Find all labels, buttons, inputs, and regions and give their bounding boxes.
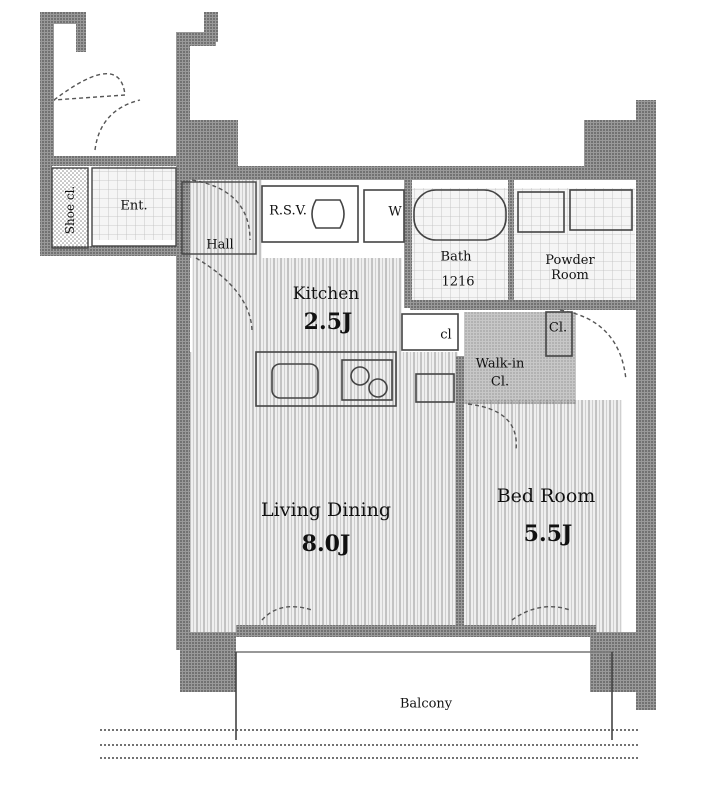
closet-small bbox=[401, 313, 459, 351]
vanity bbox=[517, 191, 565, 233]
bath-label: Bath bbox=[440, 249, 472, 265]
hall-label: Hall bbox=[206, 237, 234, 253]
bedroom-floor bbox=[462, 400, 622, 632]
bedroom-window-swing bbox=[511, 606, 571, 621]
powder-room-label: Powder Room bbox=[545, 253, 595, 283]
fixtures bbox=[100, 185, 640, 759]
balcony-floor bbox=[232, 655, 612, 741]
powder-door-swing bbox=[559, 309, 627, 381]
refrigerator-sink bbox=[311, 199, 345, 229]
powder-floor bbox=[513, 188, 635, 304]
kitchen-label: Kitchen bbox=[292, 284, 360, 304]
bath-floor bbox=[412, 188, 510, 304]
door-swings bbox=[53, 73, 627, 621]
kitchen-door-swing bbox=[195, 257, 253, 331]
entrance-fixtures bbox=[51, 167, 257, 255]
stove-right bbox=[368, 378, 388, 398]
entry-door-swing bbox=[53, 73, 126, 101]
closet-wic bbox=[545, 311, 573, 357]
shoe-closet-floor bbox=[52, 168, 88, 248]
bedroom-size-label: 5.5J bbox=[523, 521, 573, 547]
washer-space bbox=[363, 189, 405, 243]
stove bbox=[341, 359, 393, 401]
closet-wic-label: Cl. bbox=[548, 320, 568, 336]
kitchen-island bbox=[255, 351, 397, 407]
walkin-floor bbox=[464, 312, 576, 404]
refrigerator-label: R.S.V. bbox=[269, 203, 307, 219]
bedroom-label: Bed Room bbox=[496, 485, 596, 507]
floor-areas bbox=[52, 165, 635, 741]
living-dining-label: Living Dining bbox=[261, 499, 391, 521]
entrance-floor bbox=[92, 165, 178, 240]
refrigerator-counter bbox=[261, 185, 359, 243]
kitchen-size-label: 2.5J bbox=[303, 309, 353, 335]
walls bbox=[40, 12, 656, 710]
shoe-closet-label: Shoe cl. bbox=[63, 185, 77, 235]
hall-floor bbox=[182, 178, 262, 258]
entrance-label: Ent. bbox=[120, 198, 148, 214]
living-floor bbox=[186, 352, 458, 632]
sink-basin bbox=[271, 363, 319, 399]
kitchen-floor bbox=[192, 258, 402, 353]
living-size-label: 8.0J bbox=[301, 531, 351, 557]
bedroom-door-swing bbox=[467, 403, 517, 451]
stove-left bbox=[350, 366, 370, 386]
washer-label: W bbox=[388, 204, 402, 220]
cl-box bbox=[415, 373, 455, 403]
walkin-label: Walk-in bbox=[475, 356, 525, 372]
balcony-label: Balcony bbox=[399, 696, 453, 712]
walkin-sub-label: Cl. bbox=[490, 374, 510, 390]
closet-small-label: cl bbox=[440, 327, 452, 343]
bathtub bbox=[413, 189, 507, 241]
bath-size-label: 1216 bbox=[441, 274, 475, 290]
entry-door-swing-2 bbox=[94, 99, 141, 151]
toilet-area bbox=[569, 189, 633, 231]
